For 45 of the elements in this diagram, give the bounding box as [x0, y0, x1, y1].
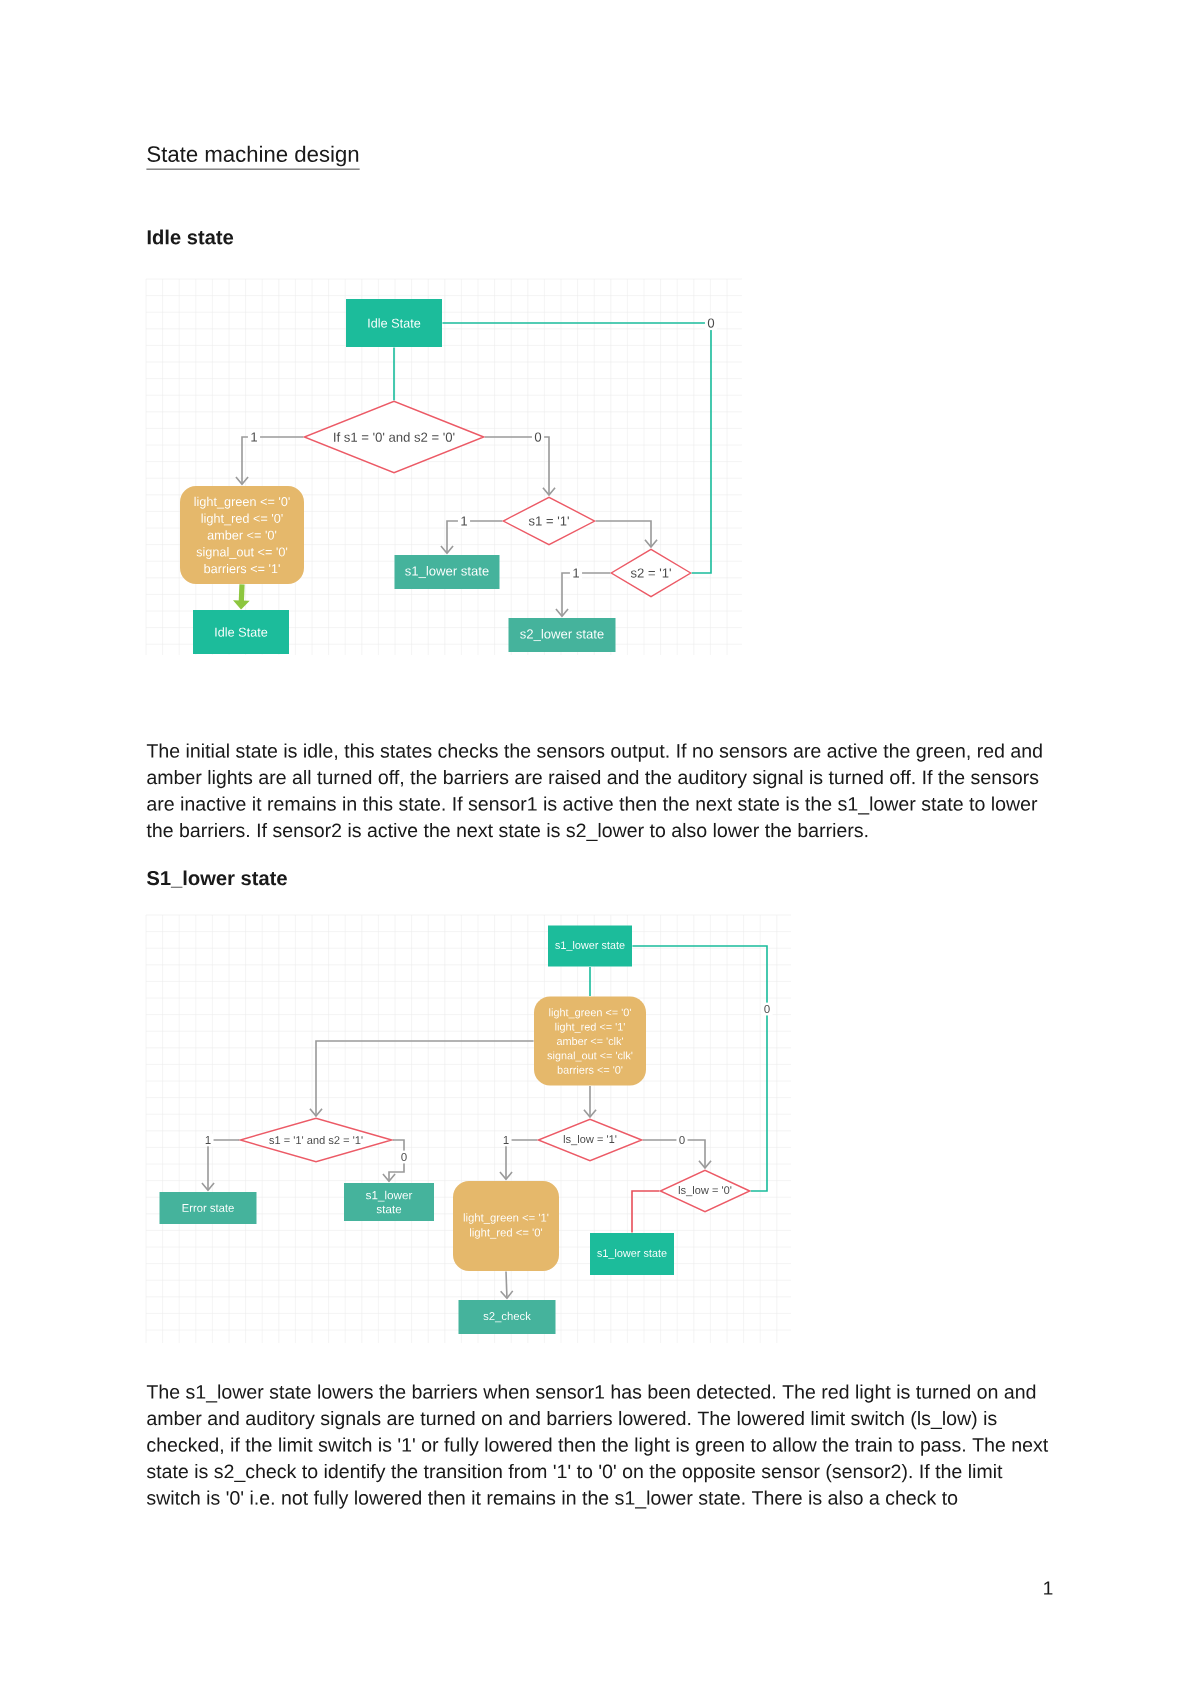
connector-line [631, 1190, 661, 1234]
connector-line [589, 966, 591, 997]
edge-label: 0 [704, 315, 718, 331]
arrow [583, 1085, 597, 1119]
body-paragraph: The initial state is idle, this states checks the sensors output. If no sensors are active the green, red and amber lights are all turned off, the barriers are raised and the auditory signal is turned off. If the sensors are inactive it remains in this state. If sensor1 is active then the next state is the s1_lower state to lower the barriers. If sensor2 is active the next state is s2_lower to also lower the barriers. [146, 743, 1042, 841]
edge-label: 1 [202, 1133, 214, 1147]
edge-label: 1 [500, 1133, 512, 1147]
action-box: light_green <= '1' light_red <= '0' [453, 1181, 559, 1271]
edge-label: 1 [457, 514, 471, 528]
state-box: s1_lower state [548, 925, 632, 967]
state-box: s1_lower state [344, 1183, 434, 1221]
edge-label: 0 [676, 1133, 688, 1147]
state-box: Error state [159, 1192, 257, 1224]
connector-line [631, 945, 768, 1192]
arrow [235, 436, 305, 486]
state-box: s1_lower state [394, 555, 500, 589]
state-box: s2_lower state [508, 618, 616, 652]
state-box: s2_check [458, 1300, 556, 1334]
arrow [440, 520, 504, 555]
arrow [201, 1139, 241, 1192]
edge-label: 0 [398, 1150, 410, 1164]
connector-line [441, 322, 712, 574]
arrow [309, 1040, 535, 1118]
section-heading: Idle state [147, 229, 234, 245]
state-box: s1_lower state [590, 1233, 674, 1275]
state-box: Idle State [193, 610, 289, 654]
state-box: Idle State [346, 299, 442, 347]
edge-label: 0 [761, 1002, 773, 1016]
action-box: light_green <= '0' light_red <= '1' amber <= 'clk' signal_out <= 'clk' barriers <= '0' [534, 996, 646, 1086]
edge-label: 1 [247, 430, 261, 444]
arrow [499, 1139, 539, 1181]
edge-label: 0 [531, 429, 545, 445]
action-box: light_green <= '0' light_red <= '0' amber <= '0' signal_out <= '0' barriers <= '1' [180, 486, 304, 584]
section-heading: S1_lower state [146, 870, 287, 888]
arrow [382, 1139, 405, 1183]
arrow [499, 1270, 514, 1300]
page-number: 1 [1044, 1581, 1053, 1595]
edge-label: 1 [569, 566, 583, 580]
arrow [555, 572, 612, 618]
arrow [641, 1139, 712, 1170]
arrow [483, 436, 556, 497]
connector-line [393, 346, 395, 402]
body-paragraph: The s1_lower state lowers the barriers when sensor1 has been detected. The red light is turned on and amber and auditory signals are turned on and barriers lowered. The lowered limit switch (ls_low) is checked, if the limit switch is '1' or fully lowered then the light is green to allow the train to pass. The next state is s2_check to identify the transition from '1' to '0' on the opposite sensor (sensor2). If the limit switch is '0' i.e. not fully lowered then it remains in the s1_lower state. There is also a check to [146, 1384, 1049, 1509]
page-title: State machine design [146, 145, 361, 170]
arrow [594, 520, 658, 549]
